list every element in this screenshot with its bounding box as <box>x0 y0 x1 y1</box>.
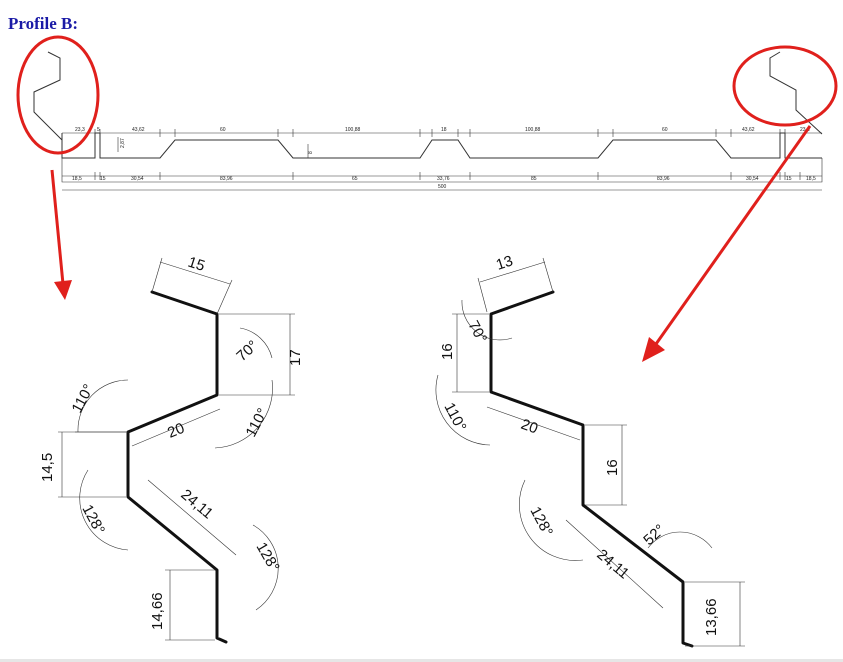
bottom-dim-1: 18,5 <box>72 176 82 182</box>
top-dim-10: 23,3 <box>800 127 810 133</box>
right-diag-long: 24,11 <box>593 546 632 582</box>
left-angle-mid: 110° <box>243 405 272 439</box>
bottom-dim-2: 15 <box>100 176 106 182</box>
bottom-dim-9: 30,54 <box>746 176 759 182</box>
right-width-top: 13 <box>494 252 515 273</box>
right-height-mid: 16 <box>604 459 621 476</box>
left-height-bottom: 14,66 <box>149 592 166 630</box>
left-highlight-circle <box>16 35 100 155</box>
top-dim-7: 100,88 <box>525 127 541 133</box>
left-detail-profile <box>126 290 228 644</box>
depth-dim-2: 8 <box>308 151 314 154</box>
left-diag: 20 <box>165 420 187 442</box>
bottom-dim-4: 83,96 <box>220 176 233 182</box>
left-height-top: 17 <box>287 349 304 366</box>
full-profile-outline <box>61 132 822 159</box>
right-highlight-circle <box>732 45 838 127</box>
top-dim-2: 5 <box>97 127 100 133</box>
bottom-dim-5: 65 <box>352 176 358 182</box>
top-dim-6: 18 <box>441 127 447 133</box>
left-detail: 15 70° 17 110° 20 110° 14,5 128° 24,11 1… <box>39 254 304 644</box>
top-dim-3: 43,62 <box>132 127 145 133</box>
total-dim: 500 <box>438 184 447 190</box>
right-height-bottom: 13,66 <box>703 598 720 636</box>
left-diag-long: 24,11 <box>177 486 216 522</box>
top-dim-5: 100,88 <box>345 127 361 133</box>
bottom-dim-7: 85 <box>531 176 537 182</box>
right-angle-left: 110° <box>440 400 469 434</box>
right-detail-profile <box>489 290 694 648</box>
top-dim-1: 23,3 <box>75 127 85 133</box>
left-angle-top: 70° <box>233 337 261 365</box>
right-edge-profile <box>769 51 823 135</box>
right-arrow <box>642 125 812 362</box>
left-arrow <box>50 169 72 300</box>
bottom-dim-8: 83,96 <box>657 176 670 182</box>
right-angle-right: 52° <box>640 521 668 549</box>
bottom-border <box>0 659 843 662</box>
top-dim-4: 60 <box>220 127 226 133</box>
depth-dim-1: 2,87 <box>120 138 126 148</box>
bottom-dim-11: 18,5 <box>806 176 816 182</box>
bottom-dim-10: 15 <box>786 176 792 182</box>
top-dim-9: 43,62 <box>742 127 755 133</box>
left-angle-bottom-left: 128° <box>78 502 108 537</box>
right-diag: 20 <box>519 416 540 438</box>
top-dim-8: 60 <box>662 127 668 133</box>
bottom-dim-3: 30,54 <box>131 176 144 182</box>
page-title: Profile B: <box>8 14 79 33</box>
bottom-dim-6: 33,76 <box>437 176 450 182</box>
left-angle-left: 110° <box>69 381 98 415</box>
right-angle-bottom-left: 128° <box>526 504 556 539</box>
left-edge-profile <box>33 51 63 141</box>
right-detail: 13 70° 16 110° 20 16 128° 52° 24,11 13,6… <box>435 252 745 648</box>
left-height-mid: 14,5 <box>39 453 56 482</box>
right-angle-top: 70° <box>464 318 490 346</box>
right-height-top: 16 <box>439 343 456 360</box>
full-profile-section: 23,3 5 43,62 60 100,88 18 100,88 60 43,6… <box>61 127 823 191</box>
left-width-top: 15 <box>186 254 207 275</box>
